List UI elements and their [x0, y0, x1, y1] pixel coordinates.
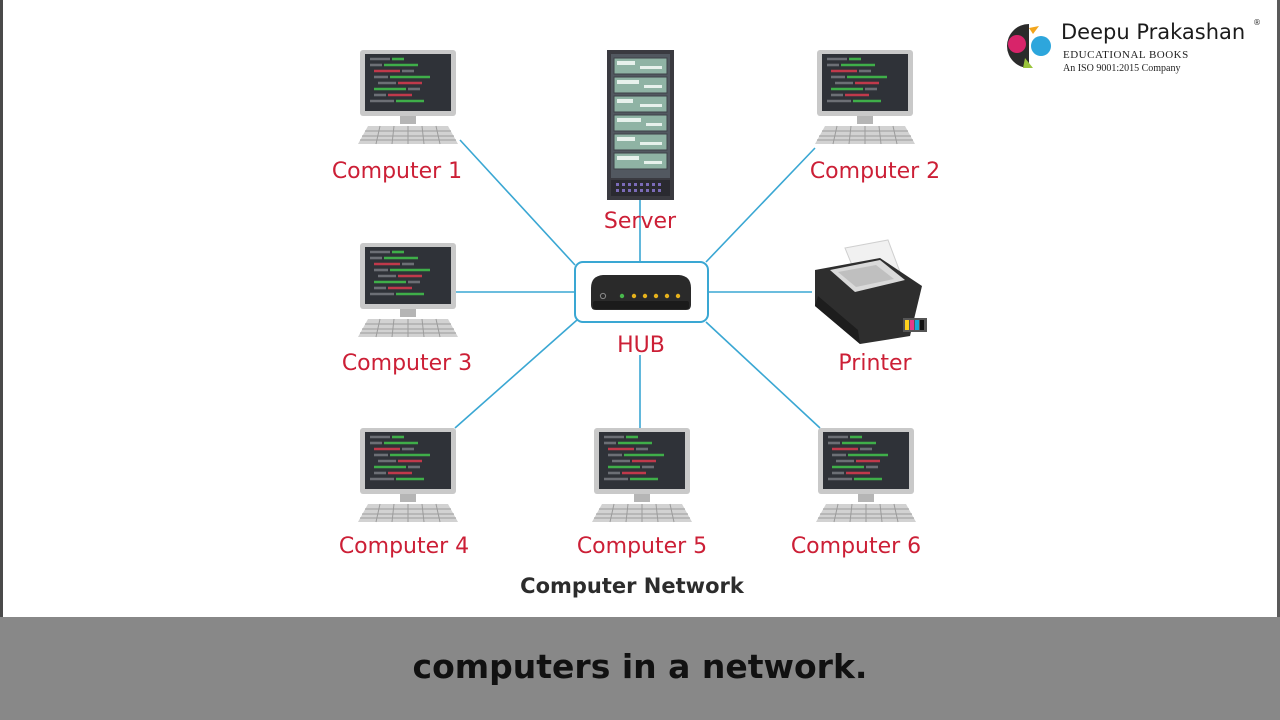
computer-2-label: Computer 2	[810, 159, 940, 184]
computer-1-label: Computer 1	[332, 159, 462, 184]
server-icon	[607, 50, 674, 200]
logo-mark-icon	[1007, 24, 1051, 68]
printer-label: Printer	[838, 351, 912, 376]
network-links	[454, 139, 821, 429]
link-computer-2	[705, 147, 816, 263]
right-border	[1277, 0, 1280, 617]
logo-tagline: EDUCATIONAL BOOKS	[1063, 49, 1189, 61]
computer-5-icon	[590, 426, 694, 524]
computer-6-icon	[814, 426, 918, 524]
computer-5-label: Computer 5	[577, 534, 707, 559]
computer-4-icon	[356, 426, 460, 524]
link-computer-6	[705, 321, 821, 429]
subtitle-bar: computers in a network.	[0, 617, 1280, 720]
computer-4: Computer 4	[339, 426, 469, 559]
computer-6: Computer 6	[791, 426, 921, 559]
logo-registered-mark: ®	[1253, 18, 1261, 27]
computer-2: Computer 2	[810, 48, 940, 184]
printer-icon	[815, 239, 927, 344]
subtitle-text: computers in a network.	[412, 647, 868, 686]
computer-1: Computer 1	[332, 48, 462, 184]
diagram-caption: Computer Network	[520, 574, 745, 598]
link-computer-1	[459, 139, 576, 266]
computer-3: Computer 3	[342, 241, 472, 376]
publisher-logo: Deepu Prakashan ® EDUCATIONAL BOOKS An I…	[1003, 18, 1265, 80]
computer-5: Computer 5	[577, 426, 707, 559]
hub-label: HUB	[617, 333, 665, 358]
link-computer-4	[454, 319, 578, 429]
server: Server	[604, 50, 677, 234]
server-label: Server	[604, 209, 677, 234]
computer-3-label: Computer 3	[342, 351, 472, 376]
hub-icon	[591, 275, 691, 310]
hub: HUB	[574, 261, 709, 358]
computer-6-label: Computer 6	[791, 534, 921, 559]
logo-name: Deepu Prakashan	[1061, 20, 1246, 44]
network-diagram: HUB	[332, 48, 940, 598]
logo-certification: An ISO 9001:2015 Company	[1063, 63, 1181, 74]
printer: Printer	[815, 239, 927, 376]
computer-1-icon	[356, 48, 460, 146]
computer-3-icon	[356, 241, 460, 339]
computer-2-icon	[813, 48, 917, 146]
computer-4-label: Computer 4	[339, 534, 469, 559]
left-border	[0, 0, 3, 617]
